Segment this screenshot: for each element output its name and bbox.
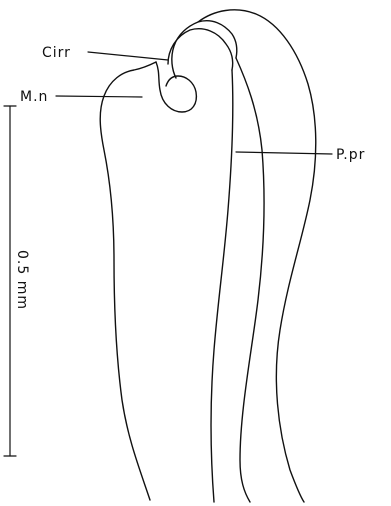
cirrus-inner [168,29,233,70]
male-opening-label: M.n [20,89,48,105]
pouch-label: P.pr [336,147,365,163]
pouch-inner-right-wall [236,58,264,502]
male-opening-outline [156,62,196,112]
cirrus-leader-line [88,52,168,60]
male-opening-leader-line [56,96,142,97]
body-outer-left-edge [100,62,156,500]
scale-bar-label: 0.5 mm [14,250,30,310]
cirrus-label: Cirr [42,45,71,61]
pouch-leader-line [236,152,332,154]
body-outer-right-edge [198,10,316,502]
pouch-inner-left-wall [211,70,233,502]
